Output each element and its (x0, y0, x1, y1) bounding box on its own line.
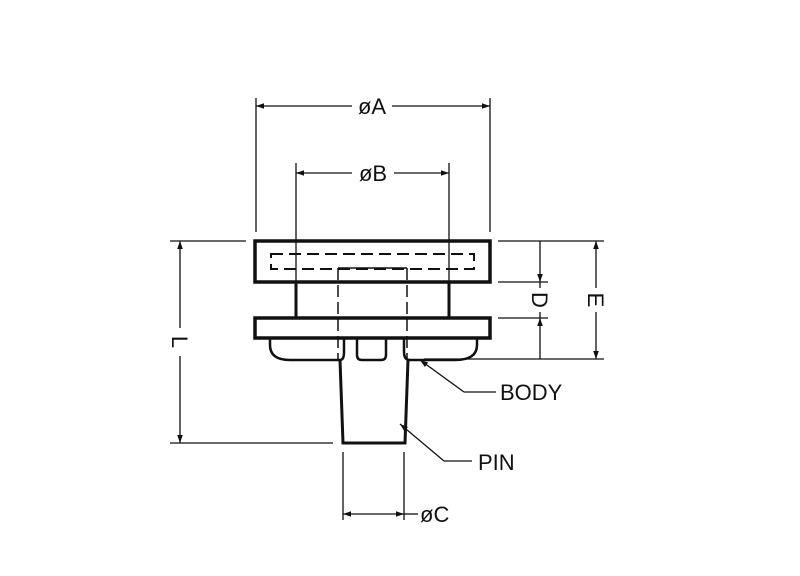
body-label: BODY (500, 380, 563, 405)
pin-callout: PIN (399, 423, 515, 475)
dim-c-label: øC (420, 502, 449, 527)
body-callout: BODY (419, 359, 563, 405)
dim-a-label: øA (358, 94, 386, 119)
center-tab (355, 338, 388, 362)
dimension-e: E (583, 241, 608, 359)
dimension-b: øB (295, 161, 450, 282)
lower-flange (253, 316, 492, 340)
bowl-left (268, 338, 346, 362)
bowl-right (402, 338, 479, 362)
dim-d-label: D (527, 292, 552, 308)
part-body (253, 239, 492, 445)
pin-label: PIN (478, 450, 515, 475)
dim-e-label: E (583, 293, 608, 308)
dimension-l: L (167, 240, 333, 444)
hidden-cavity (270, 253, 475, 270)
dimension-a: øA (255, 94, 491, 232)
top-flange (253, 239, 492, 284)
dim-l-label: L (167, 336, 192, 348)
pin-shape (338, 359, 410, 445)
dimension-c: øC (342, 452, 449, 527)
dimension-d: D (424, 240, 604, 360)
dim-b-label: øB (359, 161, 387, 186)
